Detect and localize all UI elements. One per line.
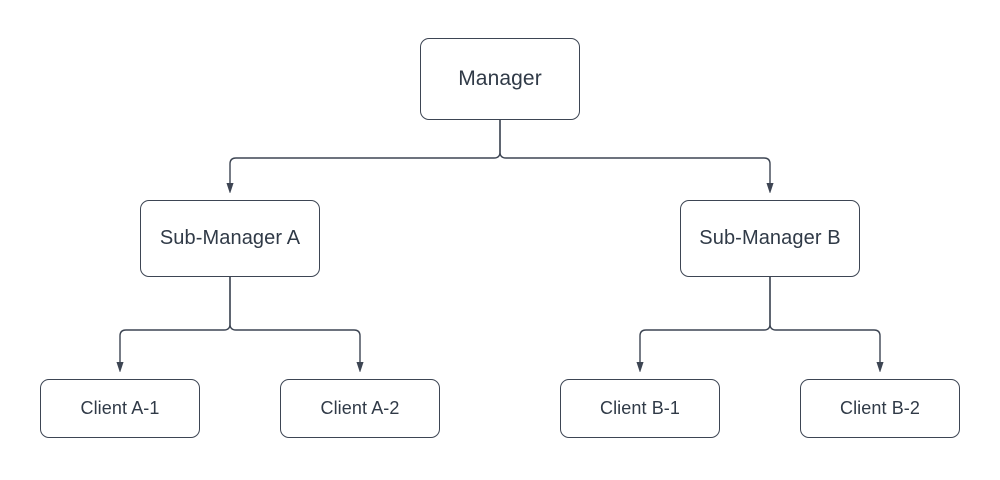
edge-submanager-b-to-client-b1	[640, 277, 771, 363]
node-client-a2-label: Client A-2	[320, 398, 400, 419]
node-client-a1-label: Client A-1	[80, 398, 160, 419]
node-client-b2-label: Client B-2	[839, 398, 921, 419]
edge-submanager-a-to-client-a2	[229, 277, 360, 363]
node-sub-manager-a-label: Sub-Manager A	[159, 227, 301, 249]
node-client-a2[interactable]: Client A-2	[280, 379, 440, 438]
node-client-b1[interactable]: Client B-1	[560, 379, 720, 438]
node-client-b2[interactable]: Client B-2	[800, 379, 960, 438]
node-client-b1-label: Client B-1	[599, 398, 681, 419]
node-sub-manager-b-label: Sub-Manager B	[699, 227, 841, 249]
edge-manager-to-submanager-b	[499, 120, 770, 184]
node-sub-manager-a[interactable]: Sub-Manager A	[140, 200, 320, 277]
edge-manager-to-submanager-a	[230, 120, 501, 184]
node-client-a1[interactable]: Client A-1	[40, 379, 200, 438]
node-sub-manager-b[interactable]: Sub-Manager B	[680, 200, 860, 277]
node-manager[interactable]: Manager	[420, 38, 580, 120]
edge-submanager-a-to-client-a1	[120, 277, 231, 363]
node-manager-label: Manager	[458, 66, 542, 90]
edge-submanager-b-to-client-b2	[769, 277, 880, 363]
